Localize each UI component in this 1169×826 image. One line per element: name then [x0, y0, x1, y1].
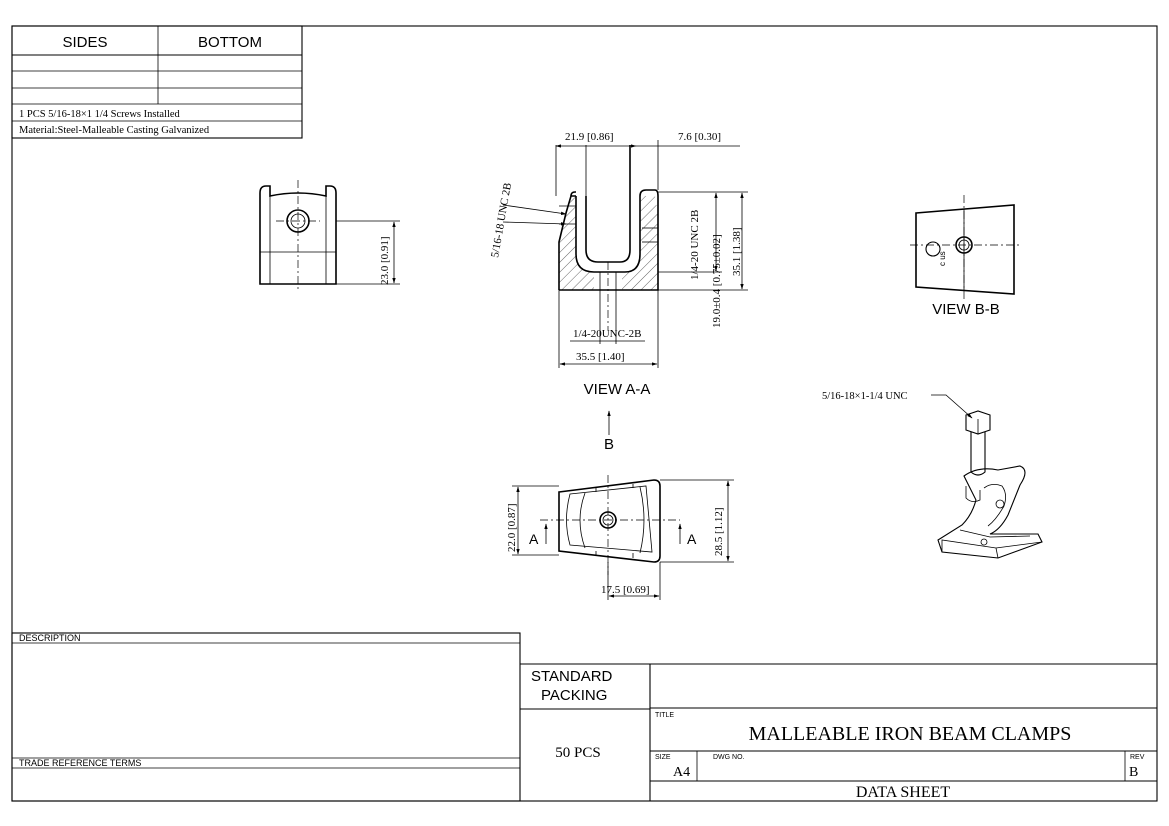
aa-dim-depth: 19.0±0.4 [0.75±0.02]	[711, 234, 723, 328]
side-dim-height: 23.0 [0.91]	[379, 236, 391, 285]
material-note: Material:Steel-Malleable Casting Galvani…	[19, 125, 210, 136]
screws-note: 1 PCS 5/16-18×1 1/4 Screws Installed	[19, 109, 181, 120]
col-sides-header: SIDES	[62, 34, 107, 51]
bb-mark-text: c us	[938, 251, 947, 266]
aa-side-thread-callout: 5/16-18 UNC 2B	[489, 182, 514, 259]
iso-view: 5/16-18×1-1/4 UNC	[822, 391, 1043, 559]
section-mark-left: A	[529, 531, 539, 547]
bottom-dim-width: 17.5 [0.69]	[601, 584, 650, 596]
size-label: SIZE	[655, 754, 671, 761]
size-value: A4	[673, 765, 690, 780]
section-mark-right: A	[687, 531, 697, 547]
view-b-arrow: B	[604, 410, 614, 453]
trade-terms-label: TRADE REFERENCE TERMS	[19, 758, 141, 768]
description-block: DESCRIPTION TRADE REFERENCE TERMS	[11, 632, 521, 802]
title-label: TITLE	[655, 712, 674, 719]
view-bb-caption: VIEW B-B	[932, 301, 1000, 318]
description-label: DESCRIPTION	[19, 633, 81, 643]
sheet-border	[11, 25, 1158, 802]
rev-label: REV	[1130, 754, 1145, 761]
aa-inner-thread-callout: 1/4-20 UNC 2B	[689, 210, 701, 280]
aa-dim-height: 35.1 [1.38]	[731, 227, 743, 276]
aa-bottom-thread-callout: 1/4-20UNC-2B	[573, 328, 641, 340]
aa-dim-inner-width: 21.9 [0.86]	[565, 131, 614, 143]
aa-dim-width: 35.5 [1.40]	[576, 351, 625, 363]
view-aa: 21.9 [0.86] 7.6 [0.30] 5/16-18 UNC 2B 35…	[489, 131, 748, 398]
side-view: 23.0 [0.91]	[259, 180, 400, 290]
dwg-no-label: DWG NO.	[713, 754, 745, 761]
view-b-label: B	[604, 436, 614, 453]
bottom-view: A A 22.0 [0.87] 28.5 [1.12] 17.5 [0.69]	[506, 475, 734, 600]
standard-packing-line-1: STANDARD	[531, 668, 613, 685]
view-aa-caption: VIEW A-A	[584, 381, 651, 398]
rev-value: B	[1129, 765, 1138, 780]
ul-certification-mark: c us	[925, 241, 947, 266]
drawing-title: MALLEABLE IRON BEAM CLAMPS	[749, 723, 1072, 745]
data-sheet-label: DATA SHEET	[856, 784, 951, 801]
view-bb: c us VIEW B-B	[910, 195, 1020, 318]
standard-packing-line-2: PACKING	[541, 687, 607, 704]
title-block: STANDARD PACKING 50 PCS TITLE MALLEABLE …	[520, 663, 1157, 801]
bottom-dim-left: 22.0 [0.87]	[506, 503, 518, 552]
iso-bolt-callout: 5/16-18×1-1/4 UNC	[822, 391, 908, 402]
spec-table: SIDES BOTTOM 1 PCS 5/16-18×1 1/4 Screws …	[11, 25, 303, 139]
pcs-value: 50 PCS	[555, 745, 600, 761]
col-bottom-header: BOTTOM	[198, 34, 262, 51]
bottom-dim-right: 28.5 [1.12]	[713, 507, 725, 556]
aa-dim-wall: 7.6 [0.30]	[678, 131, 721, 143]
standard-packing-label: STANDARD	[531, 668, 613, 685]
